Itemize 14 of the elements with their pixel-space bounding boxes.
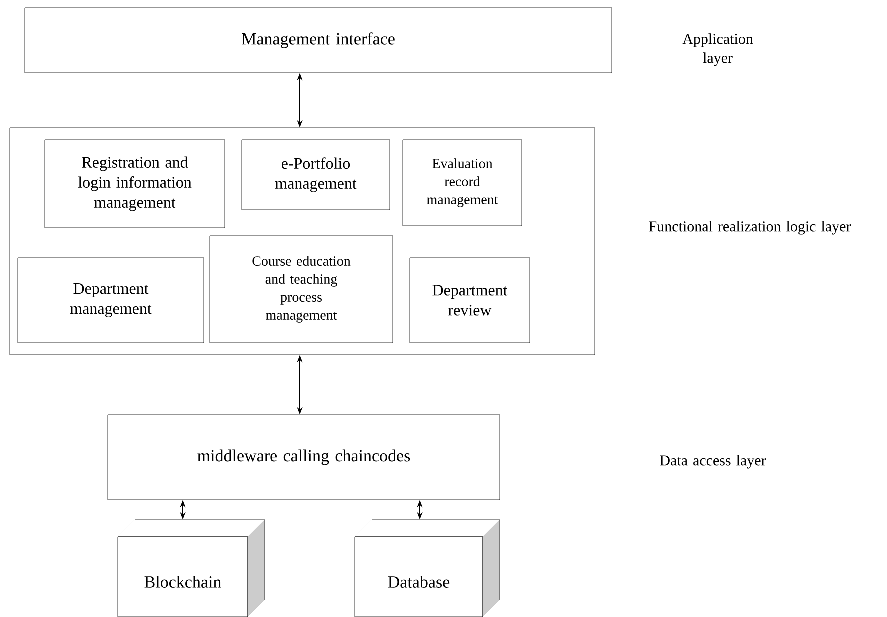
module-box: middleware calling chaincodes (108, 414, 500, 500)
module-box: Management interface (24, 8, 612, 74)
layer-label: Functional realization logic layer (649, 221, 852, 235)
storage-cube: Blockchain (118, 520, 266, 617)
module-box: e-Portfolio management (242, 140, 390, 210)
layer-box (10, 128, 596, 356)
module-box: Course education and teaching process management (210, 236, 394, 344)
module-box: Evaluation record management (402, 140, 522, 226)
module-box: Department review (410, 258, 530, 344)
module-box: Registration and login information management (44, 140, 226, 228)
storage-cube: Database (354, 520, 500, 617)
layer-label: Data access layer (660, 455, 766, 469)
layer-label: Application layer (682, 34, 754, 66)
module-box: Department management (18, 258, 204, 344)
